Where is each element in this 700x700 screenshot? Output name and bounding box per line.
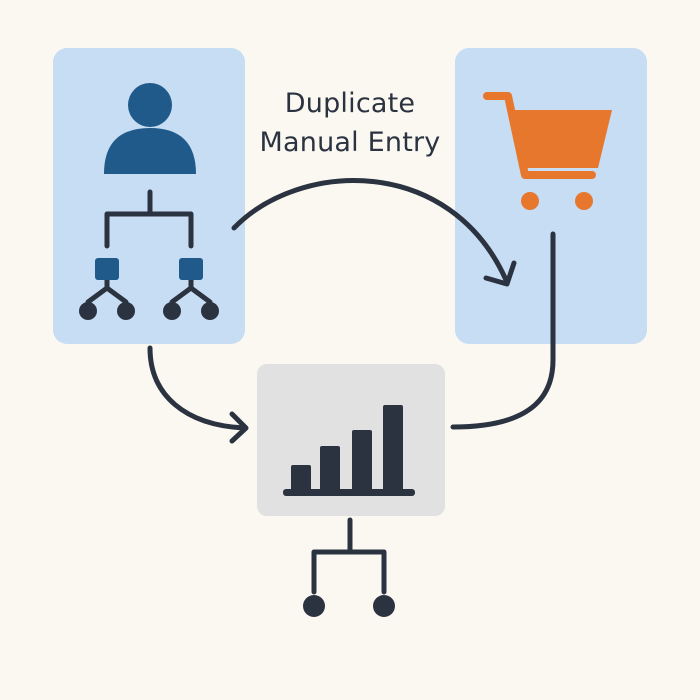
- duplicate-manual-entry-label: Duplicate Manual Entry: [240, 84, 460, 162]
- bar-chart-icon: [283, 405, 415, 496]
- org-hierarchy-icon: [79, 189, 219, 320]
- branch-hierarchy-icon: [303, 517, 395, 617]
- arrow-org-to-cart: [231, 178, 517, 287]
- label-line-2: Manual Entry: [259, 127, 441, 158]
- arrow-org-to-chart: [147, 345, 249, 444]
- label-line-1: Duplicate: [284, 88, 416, 119]
- user-icon: [104, 83, 196, 174]
- shopping-cart-icon: [483, 92, 612, 210]
- connector-chart-to-cart: [450, 231, 556, 430]
